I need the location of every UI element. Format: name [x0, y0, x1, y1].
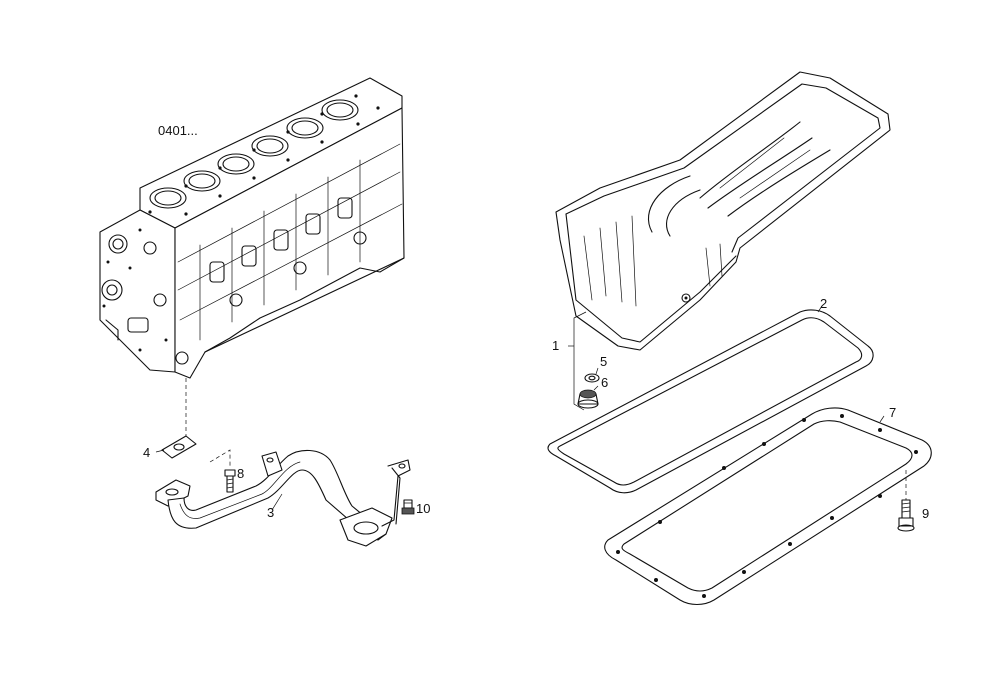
- bolt-9-drawing: [897, 470, 915, 532]
- callout-9: 9: [922, 506, 930, 521]
- gasket-2-drawing: [547, 309, 874, 494]
- washer-5-drawing: [584, 367, 600, 383]
- engine-block-drawing: [99, 77, 405, 379]
- callout-4: 4: [143, 445, 151, 460]
- bolt-10-drawing: [401, 499, 415, 515]
- callout-8: 8: [237, 466, 245, 481]
- bolt-8-drawing: [209, 449, 236, 493]
- gasket-4-drawing: [161, 435, 197, 459]
- callout-10: 10: [416, 501, 431, 516]
- callout-1: 1: [552, 338, 560, 353]
- callout-2: 2: [820, 296, 828, 311]
- oil-suction-pipe-drawing: [155, 449, 411, 547]
- callout-7: 7: [889, 405, 897, 420]
- oil-sump-drawing: [555, 71, 891, 351]
- callout-3: 3: [267, 505, 275, 520]
- block-reference-label: 0401...: [158, 123, 198, 138]
- stiffener-frame-7-drawing: [604, 407, 932, 606]
- callout-6: 6: [601, 375, 609, 390]
- drain-plug-6-drawing: [577, 385, 599, 409]
- callout-5: 5: [600, 354, 608, 369]
- callout-1-leaders: [568, 311, 587, 411]
